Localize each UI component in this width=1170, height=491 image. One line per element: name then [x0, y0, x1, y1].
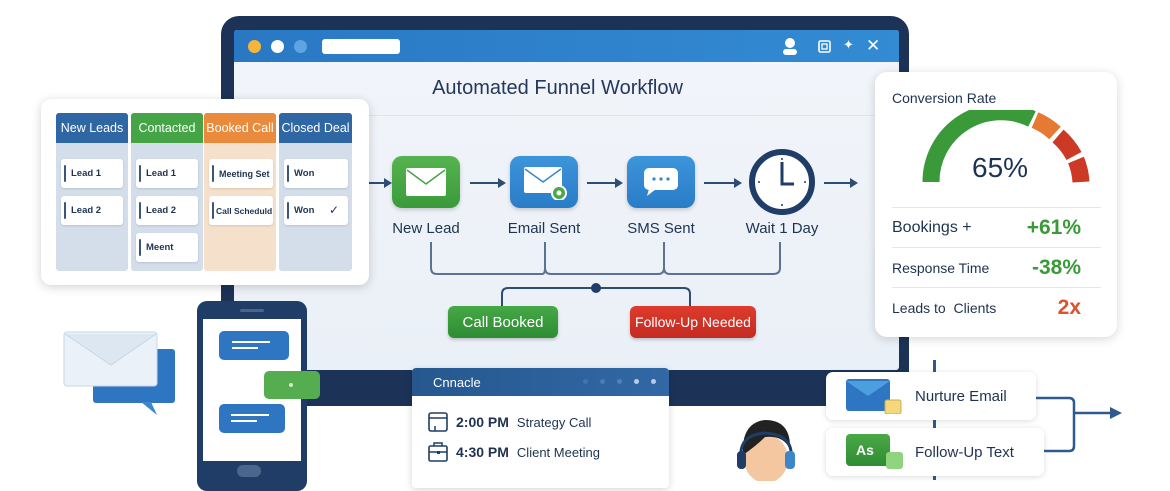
automation-follow-up-text[interactable]: As Follow-Up Text [826, 428, 1044, 476]
window-titlebar: ✦ ✕ [234, 30, 899, 62]
flow-arrow [470, 178, 506, 188]
home-button [237, 465, 261, 477]
stat-value: -38% [1031, 255, 1081, 279]
window-dot-maximize[interactable] [271, 40, 284, 53]
kanban-column-closed-deal: Closed Deal Won Won ✓ [279, 113, 352, 271]
column-header: Booked Call [204, 113, 276, 143]
calendar-header: Cnnacle [412, 368, 669, 396]
kanban-card[interactable]: Lead 1 [61, 159, 123, 188]
kanban-card[interactable]: Lead 1 [136, 159, 198, 188]
column-header: Closed Deal [279, 113, 352, 143]
step-label: Email Sent [507, 220, 581, 237]
outcome-call-booked[interactable]: Call Booked [448, 306, 558, 338]
divider [234, 115, 899, 116]
user-icon[interactable] [782, 37, 798, 55]
outcome-follow-up-needed[interactable]: Follow-Up Needed [630, 306, 756, 338]
flow-arrow [587, 178, 623, 188]
stat-value: 2x [1057, 295, 1081, 319]
kanban-board: New Leads Lead 1 Lead 2 Contacted Lead 1… [41, 99, 369, 285]
calendar-card: Cnnacle 2:00 PM Strategy Call 4:30 PM Cl… [412, 368, 669, 488]
chat-bubble-icon [644, 168, 678, 196]
kanban-column-booked-call: Booked Call Meeting Set Call Scheduld [204, 113, 276, 271]
workflow-step-new-lead[interactable] [392, 156, 460, 208]
column-header: Contacted [131, 113, 203, 143]
share-icon[interactable] [818, 40, 831, 53]
stat-row-leads-to-clients: Leads to Clients 2x [892, 287, 1101, 327]
message-bubble [219, 404, 285, 433]
merge-arrow [1036, 396, 1122, 453]
kanban-card[interactable]: Won [284, 196, 348, 225]
briefcase-icon [428, 442, 448, 462]
workflow-step-sms-sent[interactable] [627, 156, 695, 208]
green-chat-bubble-icon [264, 371, 320, 399]
stat-label: Leads to Clients [892, 299, 997, 316]
calendar-event[interactable]: 2:00 PM Strategy Call [428, 408, 658, 436]
support-agent-avatar [737, 420, 795, 481]
branch-connector [430, 242, 781, 322]
calendar-event[interactable]: 4:30 PM Client Meeting [428, 438, 658, 466]
flow-arrow [824, 178, 858, 188]
phone-speaker [240, 309, 264, 312]
kanban-card[interactable]: Lead 2 [136, 196, 198, 225]
email-sent-icon [524, 167, 567, 200]
kanban-card[interactable]: Call Scheduld [209, 196, 273, 225]
conversion-stats-card: Conversion Rate 65% Bookings + +61% Resp… [875, 72, 1117, 337]
text-icon: As [846, 434, 906, 470]
kanban-card[interactable]: Meent [136, 233, 198, 262]
envelope-icon [406, 168, 446, 196]
kanban-card[interactable]: Lead 2 [61, 196, 123, 225]
window-dot-minimize[interactable] [248, 40, 261, 53]
kanban-card[interactable]: Meeting Set [209, 159, 273, 188]
automation-label: Follow-Up Text [915, 443, 1014, 461]
checkmark-icon: ✓ [329, 203, 340, 217]
conversion-gauge [922, 110, 1090, 183]
window-dot-third[interactable] [294, 40, 307, 53]
flow-arrow [356, 178, 392, 188]
step-label: SMS Sent [627, 220, 695, 237]
event-time: 4:30 PM [456, 444, 509, 460]
flow-arrow [704, 178, 742, 188]
stats-title: Conversion Rate [892, 90, 997, 106]
sparkle-icon[interactable]: ✦ [843, 37, 854, 52]
stat-label: Response Time [892, 259, 990, 276]
close-icon[interactable]: ✕ [866, 36, 881, 55]
kanban-column-contacted: Contacted Lead 1 Lead 2 Meent [131, 113, 203, 271]
column-header: New Leads [56, 113, 128, 143]
address-bar[interactable] [322, 39, 400, 54]
stat-row-bookings: Bookings + +61% [892, 207, 1101, 247]
step-label: Wait 1 Day [745, 220, 819, 237]
gauge-value: 65% [972, 152, 1029, 183]
automation-nurture-email[interactable]: Nurture Email [826, 372, 1036, 420]
text-badge: As [846, 434, 890, 466]
stat-row-response-time: Response Time -38% [892, 247, 1101, 287]
event-title: Client Meeting [516, 444, 601, 460]
email-icon [846, 379, 902, 414]
kanban-card[interactable]: Won [284, 159, 348, 188]
message-bubble [219, 331, 289, 360]
workflow-step-email-sent[interactable] [510, 156, 578, 208]
pagination-dots[interactable] [583, 379, 656, 384]
app-window: ✦ ✕ Automated Funnel Workflow New Lead E… [234, 30, 899, 370]
kanban-column-new-leads: New Leads Lead 1 Lead 2 [56, 113, 128, 271]
email-chat-icon [63, 331, 175, 415]
vertical-connector [933, 360, 936, 480]
calendar-icon [428, 412, 448, 432]
event-time: 2:00 PM [456, 414, 509, 430]
stat-label: Bookings + [892, 218, 972, 236]
event-title: Strategy Call [516, 414, 592, 430]
page-title: Automated Funnel Workflow [432, 77, 683, 99]
step-label: New Lead [392, 220, 460, 237]
automation-label: Nurture Email [915, 387, 1007, 405]
clock-icon[interactable] [748, 148, 816, 216]
stat-value: +61% [1026, 215, 1081, 239]
calendar-title: Cnnacle [433, 375, 481, 390]
